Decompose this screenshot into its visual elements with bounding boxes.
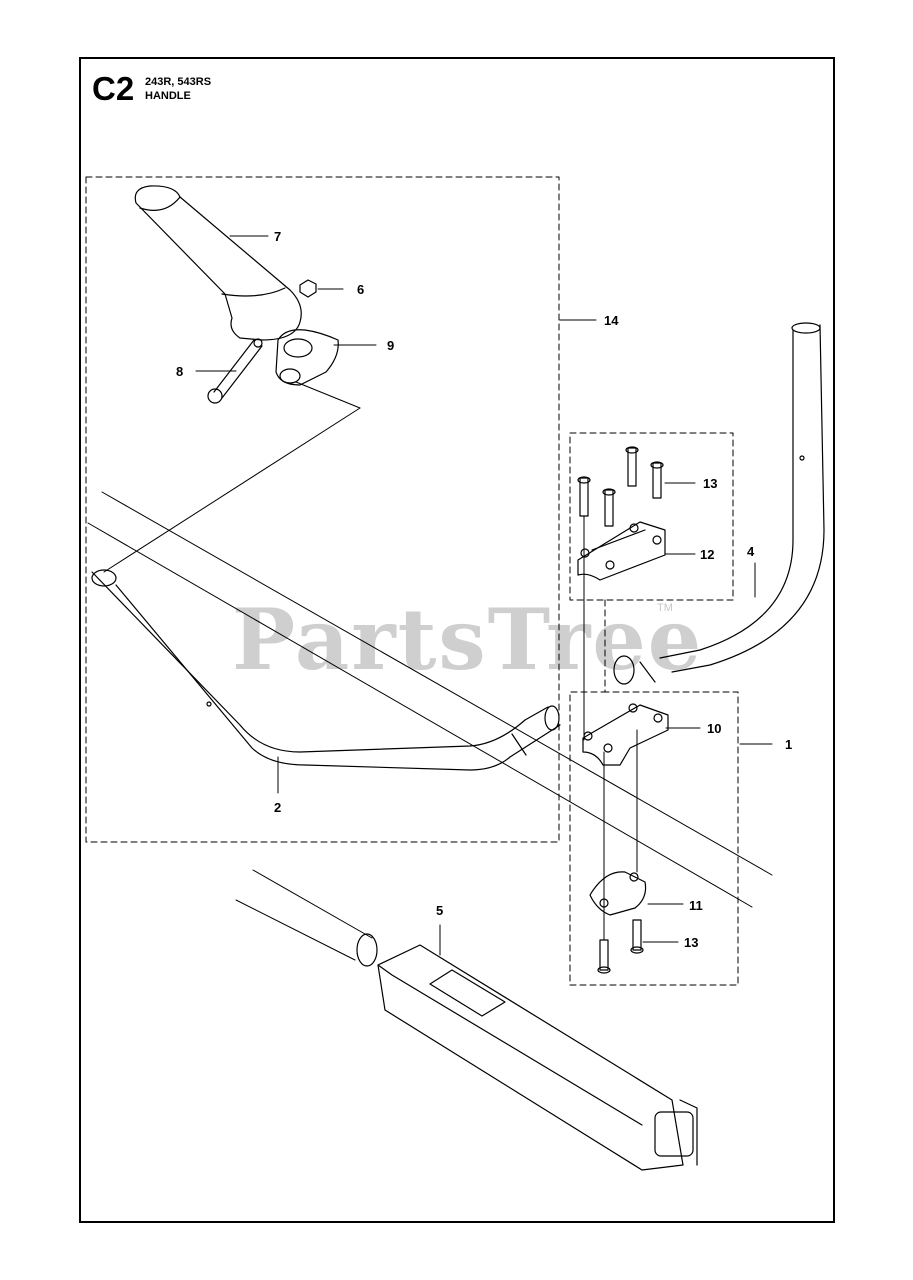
part-label-14: 14	[604, 313, 619, 328]
watermark-logo: PartsTree	[232, 590, 704, 689]
part-label-1: 1	[785, 737, 793, 752]
part-label-9: 9	[387, 338, 395, 353]
part-label-12: 12	[700, 547, 715, 562]
model-numbers: 243R, 543RS	[145, 76, 212, 88]
alignment-lines	[583, 515, 638, 941]
section-title: HANDLE	[145, 90, 191, 102]
upper-clamp-12	[577, 521, 666, 581]
clamp-9	[275, 329, 339, 386]
part-label-7: 7	[274, 229, 282, 244]
diagram-frame	[79, 57, 835, 1223]
trademark-mark: TM	[657, 602, 673, 614]
bolt-8	[207, 338, 263, 404]
group-boxes	[85, 176, 739, 986]
part-label-13-top: 13	[703, 476, 718, 491]
screws-13-bottom	[597, 919, 644, 974]
shaft-lines	[87, 491, 773, 961]
part-label-2: 2	[274, 800, 282, 815]
screws-13-top	[577, 446, 664, 527]
nut-6	[299, 279, 317, 298]
clamp-11	[589, 871, 647, 916]
part-label-11: 11	[689, 898, 703, 913]
group-box-14	[85, 176, 560, 843]
part-label-5: 5	[436, 903, 444, 918]
grip-7	[134, 185, 302, 341]
part-label-13-bottom: 13	[684, 935, 699, 950]
part-label-6: 6	[357, 282, 365, 297]
handle-bar-2	[91, 569, 561, 771]
shaft-4	[613, 322, 825, 685]
part-label-8: 8	[176, 364, 184, 379]
group-box-1	[569, 599, 739, 986]
group-box-upper-clamp	[569, 432, 734, 601]
section-code: C2	[92, 70, 135, 107]
part-label-4: 4	[747, 544, 755, 559]
part-label-10: 10	[707, 721, 722, 736]
clamp-10	[582, 703, 669, 766]
leader-lines	[195, 235, 773, 956]
housing-5	[356, 933, 698, 1171]
